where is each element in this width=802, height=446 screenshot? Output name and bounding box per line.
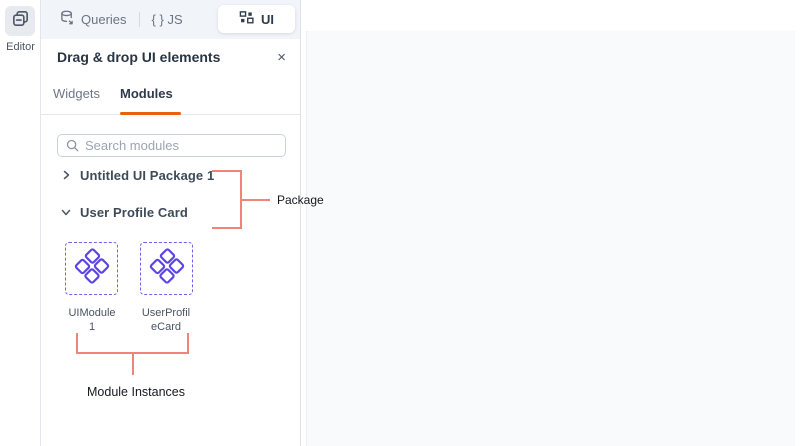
module-card-label-line1: UserProfil [141, 307, 191, 319]
segment-queries-label: Queries [81, 12, 127, 27]
segment-js[interactable]: { } JS [152, 12, 183, 27]
annotation-line [187, 333, 189, 354]
search-input[interactable] [85, 138, 285, 153]
segment-js-label: { } JS [151, 12, 183, 27]
annotation-module-instances-label: Module Instances [87, 385, 185, 399]
annotation-line [212, 170, 242, 172]
package-row-user-profile-card[interactable]: User Profile Card [41, 201, 300, 223]
segment-divider [138, 12, 140, 27]
stacked-pages-icon [11, 9, 30, 33]
annotation-line [76, 333, 78, 354]
module-card-uimodule1[interactable] [65, 242, 118, 295]
module-card-label-line2: eCard [151, 321, 181, 333]
diamond-cluster-icon [148, 247, 186, 290]
close-icon[interactable]: × [277, 48, 286, 66]
segment-ui-active[interactable]: UI [218, 5, 295, 33]
module-card-label-line2: 1 [88, 321, 96, 333]
active-tab-underline [120, 112, 181, 115]
diamond-cluster-icon [73, 247, 111, 290]
chevron-right-icon[interactable] [61, 170, 71, 180]
annotation-line [76, 352, 189, 354]
annotation-package-label: Package [277, 193, 324, 207]
chevron-down-icon[interactable] [61, 207, 71, 217]
package-label: User Profile Card [80, 204, 188, 220]
package-row-untitled[interactable]: Untitled UI Package 1 [41, 164, 300, 186]
panel-tabs: Widgets Modules [41, 75, 300, 115]
panel-header: Drag & drop UI elements × [41, 39, 300, 75]
grid-squares-icon [239, 10, 254, 28]
database-icon [60, 10, 75, 29]
module-card-label: UIModule 1 [61, 306, 123, 334]
annotation-line [242, 199, 270, 201]
segment-queries[interactable]: Queries [60, 10, 127, 29]
search-icon [66, 139, 79, 152]
module-card-label: UserProfil eCard [135, 306, 197, 334]
package-label: Untitled UI Package 1 [80, 167, 215, 183]
editor-nav-button[interactable] [5, 6, 35, 36]
annotation-line [132, 354, 134, 375]
editor-canvas [302, 0, 802, 446]
module-search [57, 134, 286, 157]
canvas-drop-area[interactable] [306, 31, 795, 446]
module-card-label-line1: UIModule [68, 307, 116, 319]
editor-nav-label: Editor [6, 41, 35, 53]
segment-ui-label: UI [261, 11, 274, 27]
annotation-line [212, 227, 242, 229]
module-card-userprofilecard[interactable] [140, 242, 193, 295]
annotation-line [240, 170, 242, 229]
tab-modules[interactable]: Modules [120, 86, 173, 101]
panel-title: Drag & drop UI elements [57, 49, 221, 65]
explorer-panel: Queries { } JS UI Drag & drop UI [41, 0, 301, 446]
tab-widgets[interactable]: Widgets [53, 86, 100, 101]
left-rail: Editor [0, 0, 41, 446]
editor-segment-bar: Queries { } JS UI [41, 0, 300, 39]
